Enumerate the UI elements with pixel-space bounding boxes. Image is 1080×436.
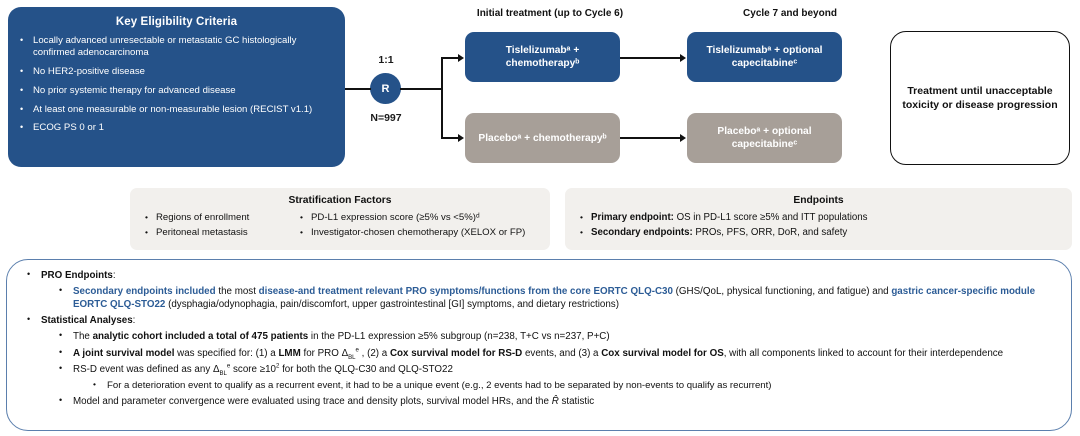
connector-treatment-to-cycle7 — [620, 57, 680, 59]
connector-eligibility-to-random — [345, 88, 371, 90]
stratification-title: Stratification Factors — [288, 195, 392, 206]
eligibility-title: Key Eligibility Criteria — [115, 16, 238, 28]
footnote-2-superscript: 2 — [275, 363, 280, 370]
pro-secondary-endpoints-row: Secondary endpoints included the most di… — [15, 284, 1063, 311]
arrow-head-to-cycle7-placebo — [680, 133, 686, 142]
eligibility-list: Locally advanced unresectable or metasta… — [18, 34, 335, 135]
endpoints-list: Primary endpoint: OS in PD-L1 score ≥5% … — [565, 211, 1072, 240]
secondary-included-bold: Secondary endpoints included — [73, 286, 216, 297]
key-eligibility-criteria-box: Key Eligibility Criteria Locally advance… — [8, 7, 345, 167]
statistical-analyses-heading: Statistical Analyses — [41, 315, 133, 327]
joint-model-bold: A joint survival model — [73, 347, 175, 359]
delta-bl-subscript: BL — [219, 370, 227, 377]
statistical-analyses-colon: : — [132, 315, 136, 327]
stratification-factors-panel: Stratification Factors Regions of enroll… — [130, 188, 550, 250]
footnote-e-superscript: e — [226, 363, 231, 370]
rsd-event-definition-row: RS-D event was defined as any ΔBLe score… — [15, 362, 1063, 377]
joint-t3: , (2) a — [358, 347, 390, 359]
cohort-bold: analytic cohort included a total of 475 … — [92, 331, 309, 343]
joint-t1: was specified for: (1) a — [174, 347, 279, 359]
pro-endpoints-panel: PRO Endpoints: Secondary endpoints inclu… — [6, 259, 1072, 431]
joint-t4: events, and (3) a — [522, 347, 602, 359]
convergence-t1: Model and parameter convergence were eva… — [73, 396, 552, 408]
secondary-endpoint-text: PROs, PFS, ORR, DoR, and safety — [692, 227, 848, 239]
pro-endpoints-heading: PRO Endpoints — [41, 270, 113, 281]
arm-box-cycle7-treatment: Tislelizumabᵃ + optional capecitabineᶜ — [687, 32, 842, 82]
stratification-columns: Regions of enrollment Peritoneal metasta… — [130, 211, 550, 242]
arrow-head-to-cycle7-treatment — [680, 53, 686, 62]
sample-size-label: N=997 — [370, 112, 402, 124]
list-item: Locally advanced unresectable or metasta… — [18, 34, 335, 60]
randomization-ratio-label: 1:1 — [378, 54, 394, 66]
pro-endpoints-heading-row: PRO Endpoints: — [15, 268, 1063, 282]
lmm-bold: LMM — [278, 347, 301, 359]
cohort-pre: The — [73, 331, 93, 343]
connector-split-top — [441, 57, 458, 59]
joint-survival-model-row: A joint survival model was specified for… — [15, 346, 1063, 361]
secondary-seg6: (dysphagia/odynophagia, pain/discomfort,… — [165, 299, 619, 311]
list-item: At least one measurable or non-measurabl… — [18, 103, 335, 116]
connector-split-bottom — [441, 137, 458, 139]
qlq-c30-bold: disease-and treatment relevant PRO sympt… — [258, 286, 673, 297]
randomization-node: R — [370, 73, 401, 104]
model-convergence-row: Model and parameter convergence were eva… — [15, 394, 1063, 408]
endpoints-title: Endpoints — [793, 195, 844, 206]
arm-box-cycle7-placebo: Placeboᵃ + optional capecitabineᶜ — [687, 113, 842, 163]
list-item-secondary-endpoint: Secondary endpoints: PROs, PFS, ORR, DoR… — [577, 226, 1072, 240]
delta-bl-subscript: BL — [348, 354, 356, 361]
analytic-cohort-row: The analytic cohort included a total of … — [15, 329, 1063, 343]
footnote-e-superscript: e — [355, 347, 359, 354]
list-item: Regions of enrollment — [142, 211, 297, 225]
column-header-cycle-7: Cycle 7 and beyond — [743, 8, 837, 19]
column-header-initial-treatment: Initial treatment (up to Cycle 6) — [476, 8, 624, 19]
primary-endpoint-label: Primary endpoint: — [591, 212, 674, 223]
cox-os-bold: Cox survival model for OS — [601, 347, 724, 359]
deterioration-event-row: For a deterioration event to qualify as … — [15, 378, 1063, 392]
arrow-head-to-initial-treatment — [458, 53, 464, 62]
treatment-duration-box: Treatment until unacceptable toxicity or… — [890, 31, 1070, 165]
list-item: ECOG PS 0 or 1 — [18, 121, 335, 134]
primary-endpoint-text: OS in PD-L1 score ≥5% and ITT population… — [673, 212, 868, 223]
endpoints-panel: Endpoints Primary endpoint: OS in PD-L1 … — [565, 188, 1072, 250]
list-item: PD-L1 expression score (≥5% vs <5%)ᵈ — [297, 211, 525, 225]
stratification-column-2: PD-L1 expression score (≥5% vs <5%)ᵈ Inv… — [297, 211, 525, 242]
rsd-t1: RS-D event was defined as any Δ — [73, 363, 220, 375]
rsd-t3: for both the QLQ-C30 and QLQ-STO22 — [279, 363, 453, 375]
list-item: No HER2-positive disease — [18, 65, 335, 78]
list-item: Peritoneal metastasis — [142, 226, 297, 240]
secondary-seg4: (GHS/QoL, physical functioning, and fati… — [672, 286, 892, 297]
secondary-seg2: the most — [215, 286, 259, 297]
connector-random-to-split — [400, 88, 442, 90]
list-item-primary-endpoint: Primary endpoint: OS in PD-L1 score ≥5% … — [577, 211, 1072, 225]
arrow-head-to-initial-placebo — [458, 133, 464, 142]
list-item: No prior systemic therapy for advanced d… — [18, 84, 335, 97]
statistical-analyses-heading-row: Statistical Analyses: — [15, 313, 1063, 327]
convergence-t2: statistic — [558, 396, 595, 408]
qlq-sto22-bold: gastric cancer-specific module EORTC QLQ… — [73, 286, 1036, 311]
joint-t5: , with all components linked to account … — [723, 347, 1004, 359]
cox-rsd-bold: Cox survival model for RS-D — [389, 347, 523, 359]
arm-box-initial-treatment: Tislelizumabᵃ + chemotherapyᵇ — [465, 32, 620, 82]
list-item: Investigator-chosen chemotherapy (XELOX … — [297, 226, 525, 240]
joint-t2: for PRO Δ — [300, 347, 349, 359]
rsd-t2: score ≥10 — [230, 363, 276, 375]
secondary-endpoint-label: Secondary endpoints: — [591, 227, 693, 239]
r-hat-statistic: R̂ — [551, 396, 559, 408]
connector-placebo-to-cycle7 — [620, 137, 680, 139]
stratification-column-1: Regions of enrollment Peritoneal metasta… — [142, 211, 297, 242]
arm-box-initial-placebo: Placeboᵃ + chemotherapyᵇ — [465, 113, 620, 163]
pro-endpoints-colon: : — [112, 270, 116, 281]
cohort-post: in the PD-L1 expression ≥5% subgroup (n=… — [308, 331, 610, 343]
connector-split-vertical — [441, 57, 443, 138]
